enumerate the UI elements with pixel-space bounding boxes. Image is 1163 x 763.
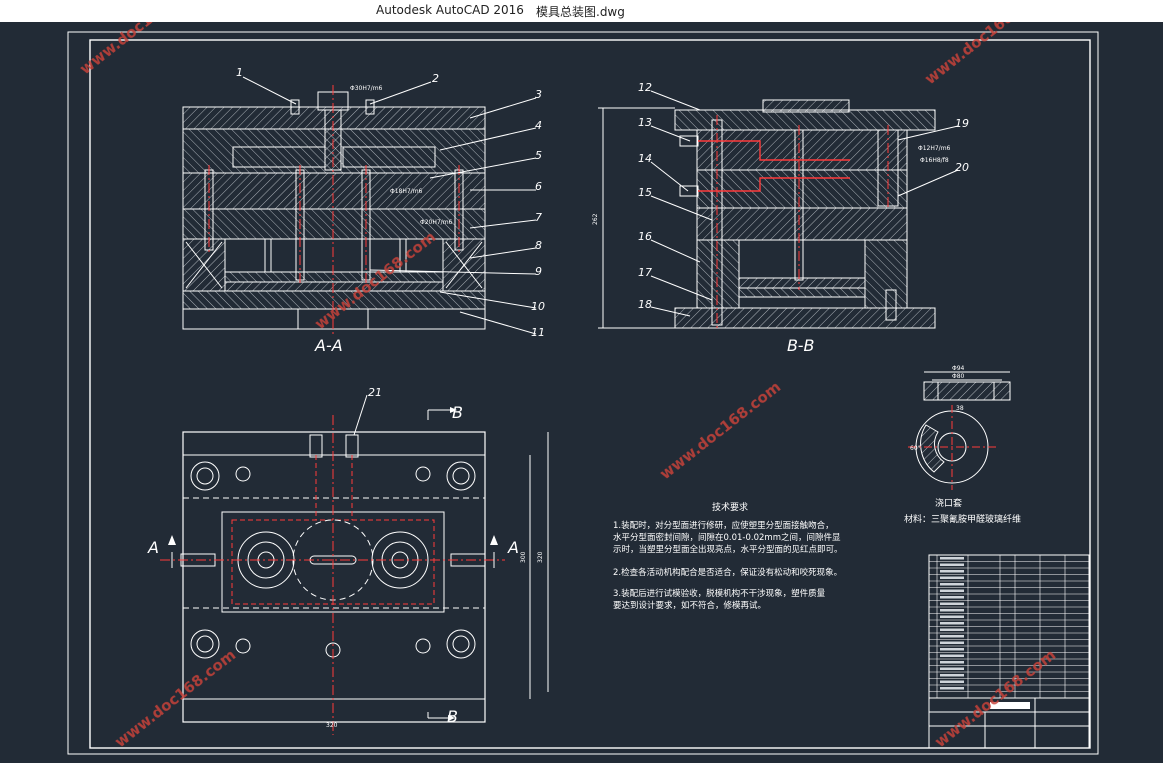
tech-line-6: 要达到设计要求，如不符合，修模再试。	[613, 600, 766, 611]
file-name: 模具总装图.dwg	[536, 5, 625, 19]
svg-text:www.doc168.com: www.doc168.com	[111, 646, 239, 751]
callout-bb-17: 17	[638, 266, 652, 279]
svg-text:Φ80: Φ80	[952, 373, 965, 380]
callout-aa-5: 5	[535, 149, 542, 162]
callout-bb-14: 14	[638, 152, 652, 165]
svg-text:Φ12H7/m6: Φ12H7/m6	[918, 145, 951, 152]
tech-title: 技术要求	[712, 501, 748, 513]
section-mark-a-right: A	[507, 538, 519, 557]
detail-part-view[interactable]: Φ94 Φ80 38 60°	[908, 365, 1011, 490]
tech-line-2: 水平分型面密封间隙，间隙在0.01-0.02mm之间，间隙件显	[613, 532, 841, 543]
svg-text:Φ30H7/m6: Φ30H7/m6	[350, 85, 383, 92]
section-aa-view[interactable]: Φ30H7/m6 Φ18H7/m6 Φ20H7/m6	[182, 76, 537, 335]
tech-line-1: 1.装配时，对分型面进行修研，应使塑里分型面接触吻合，	[613, 520, 834, 531]
svg-text:Φ16H8/f8: Φ16H8/f8	[920, 157, 949, 164]
svg-text:38: 38	[956, 405, 964, 412]
callout-bb-15: 15	[638, 186, 652, 199]
callout-aa-6: 6	[535, 180, 542, 193]
callout-aa-10: 10	[531, 300, 545, 313]
section-mark-b-top: B	[452, 403, 463, 422]
callout-bb-12: 12	[638, 81, 652, 94]
svg-text:Φ94: Φ94	[952, 365, 965, 372]
section-label-bb: B-B	[787, 336, 814, 355]
callout-aa-11: 11	[531, 326, 545, 339]
svg-text:320: 320	[537, 551, 544, 563]
svg-text:60°: 60°	[910, 445, 921, 452]
callout-bb-13: 13	[638, 116, 652, 129]
part-material: 材料：三聚氰胺甲醛玻璃纤维	[904, 513, 1021, 525]
plan-view[interactable]: 320 320 300	[160, 394, 549, 735]
callout-bb-20: 20	[955, 161, 969, 174]
callout-aa-4: 4	[535, 119, 542, 132]
section-bb-view[interactable]: 262 Φ12H7/m6 Φ16H8/f8	[592, 90, 959, 330]
callout-aa-9: 9	[535, 265, 542, 278]
bill-of-materials-table[interactable]	[928, 554, 1090, 699]
tech-line-3: 示时，当塑里分型面全出现亮点，水平分型面的见红点即可。	[613, 544, 843, 555]
svg-text:262: 262	[592, 213, 599, 225]
callout-21: 21	[368, 386, 382, 399]
svg-text:Φ18H7/m6: Φ18H7/m6	[390, 188, 423, 195]
callout-bb-16: 16	[638, 230, 652, 243]
svg-text:www.doc168.com: www.doc168.com	[76, 22, 204, 78]
callout-bb-18: 18	[638, 298, 652, 311]
title-block	[928, 697, 1090, 749]
svg-text:320: 320	[326, 722, 338, 729]
tech-line-4: 2.检查各活动机构配合是否适合，保证没有松动和咬死现象。	[613, 567, 842, 578]
drawing-frame	[67, 31, 1099, 755]
section-label-aa: A-A	[314, 336, 343, 355]
section-mark-b-bottom: B	[447, 707, 458, 726]
svg-text:www.doc168.com: www.doc168.com	[656, 378, 784, 483]
part-title: 浇口套	[935, 497, 962, 509]
technical-requirements: 技术要求 1.装配时，对分型面进行修研，应使塑里分型面接触吻合， 水平分型面密封…	[613, 501, 843, 611]
callout-aa-3: 3	[535, 88, 542, 101]
svg-text:Φ20H7/m6: Φ20H7/m6	[420, 219, 453, 226]
callout-bb-19: 19	[955, 117, 969, 130]
callout-aa-8: 8	[535, 239, 542, 252]
svg-text:300: 300	[520, 551, 527, 563]
callout-aa-7: 7	[535, 211, 542, 224]
app-title: Autodesk AutoCAD 2016	[376, 3, 524, 17]
callout-aa-1: 1	[236, 66, 243, 79]
tech-line-5: 3.装配后进行试模验收，脱模机构不干涉现象，塑件质量	[613, 588, 826, 599]
callout-aa-2: 2	[432, 72, 439, 85]
window-title-bar: Autodesk AutoCAD 2016 模具总装图.dwg	[0, 0, 1163, 22]
section-mark-a-left: A	[147, 538, 159, 557]
